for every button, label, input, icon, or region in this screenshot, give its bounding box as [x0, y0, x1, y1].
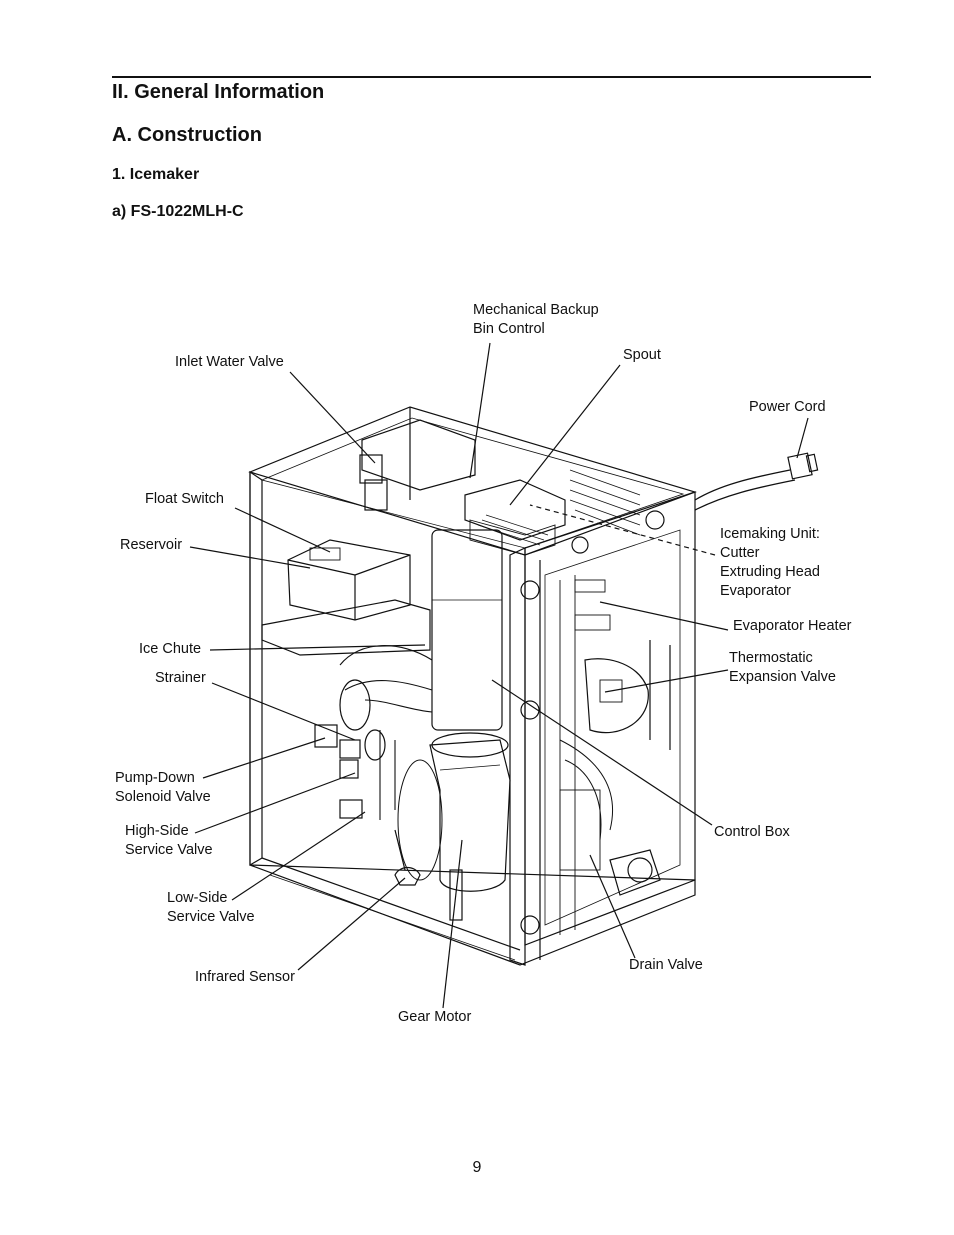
- leader-lines: [189, 342, 809, 1009]
- label-inlet-water-valve: Inlet Water Valve: [175, 354, 284, 370]
- infrared-sensor-part: [394, 866, 421, 886]
- refrigerant-piping: [339, 645, 433, 820]
- header-rule: [112, 76, 871, 78]
- inlet-valve-block: [361, 419, 476, 491]
- vent-slots: [569, 469, 641, 536]
- pump-down-solenoid: [314, 724, 338, 748]
- item-heading: 1. Icemaker: [112, 166, 200, 183]
- label-control-box: Control Box: [714, 824, 790, 840]
- reservoir-shelf: [261, 599, 431, 656]
- ice-chute-column: [431, 529, 503, 731]
- dashed-leaders: [529, 504, 716, 556]
- label-spout: Spout: [623, 347, 661, 363]
- label-drain-valve: Drain Valve: [629, 957, 703, 973]
- label-gear-motor: Gear Motor: [398, 1009, 472, 1025]
- thermostatic-valve-part: [584, 658, 649, 734]
- drain-valve-part: [609, 849, 661, 896]
- cabinet-base: [249, 864, 696, 966]
- label-ice-chute: Ice Chute: [139, 641, 202, 657]
- page-number: 9: [472, 1159, 482, 1176]
- label-strainer: Strainer: [155, 670, 206, 686]
- reservoir: [287, 539, 411, 621]
- subsection-heading: A. Construction: [112, 124, 262, 146]
- spout-housing: [464, 479, 566, 541]
- front-frame: [509, 547, 526, 966]
- label-evaporator-heater: Evaporator Heater: [733, 618, 852, 634]
- gear-motor: [429, 739, 511, 892]
- power-cord: [694, 469, 791, 501]
- label-infrared-sensor: Infrared Sensor: [195, 969, 295, 985]
- label-power-cord: Power Cord: [749, 399, 826, 415]
- front-porthole-top: [571, 536, 589, 554]
- cabinet-top-frame: [248, 406, 697, 556]
- model-heading: a) FS-1022MLH-C: [112, 203, 244, 220]
- section-heading: II. General Information: [112, 81, 325, 103]
- label-reservoir: Reservoir: [120, 537, 183, 553]
- label-float-switch: Float Switch: [145, 491, 224, 507]
- left-side-panel: [249, 470, 263, 867]
